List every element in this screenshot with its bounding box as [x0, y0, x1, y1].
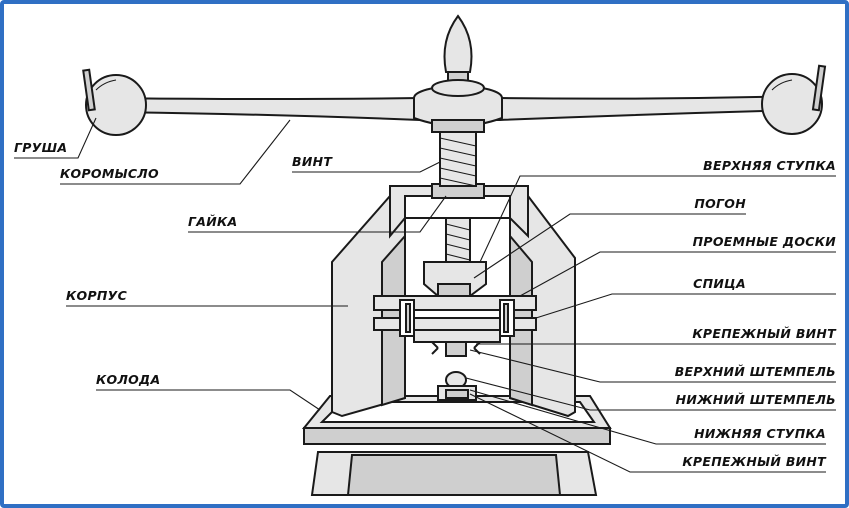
label-verkhny-shtempel: ВЕРХНИЙ ШТЕМПЕЛЬ [675, 364, 836, 379]
label-pogon: ПОГОН [694, 196, 746, 211]
nizhny-shtempel [437, 371, 477, 401]
label-koloda: КОЛОДА [96, 372, 160, 387]
label-krepezhny-vint-1: КРЕПЕЖНЫЙ ВИНТ [692, 326, 837, 341]
label-korpus: КОРПУС [66, 288, 128, 303]
verkhnyaya-stupka-block [423, 261, 487, 297]
label-vint: ВИНТ [292, 154, 333, 169]
leader-lines [14, 117, 836, 473]
label-nizhny-shtempel: НИЖНИЙ ШТЕМПЕЛЬ [676, 392, 836, 407]
verkhny-shtempel [431, 341, 481, 357]
labels: ГРУША КОРОМЫСЛО ВИНТ ГАЙКА КОРПУС КОЛОДА… [14, 140, 837, 469]
label-nizhnyaya-stupka: НИЖНЯЯ СТУПКА [694, 426, 826, 441]
label-koromyslo: КОРОМЫСЛО [60, 166, 159, 181]
koromyslo-arm [107, 14, 801, 133]
koloda-block [301, 395, 612, 445]
label-grusha: ГРУША [14, 140, 67, 155]
label-spitsa: СПИЦА [693, 276, 746, 291]
pogon-bar [373, 295, 537, 343]
label-krepezhny-vint-2: КРЕПЕЖНЫЙ ВИНТ [682, 454, 827, 469]
grusha-balls [82, 64, 827, 136]
pedestal [310, 451, 598, 496]
label-verkhnyaya-stupka: ВЕРХНЯЯ СТУПКА [703, 158, 836, 173]
label-proemnye-doski: ПРОЕМНЫЕ ДОСКИ [693, 234, 837, 249]
label-gaika: ГАЙКА [188, 214, 238, 229]
